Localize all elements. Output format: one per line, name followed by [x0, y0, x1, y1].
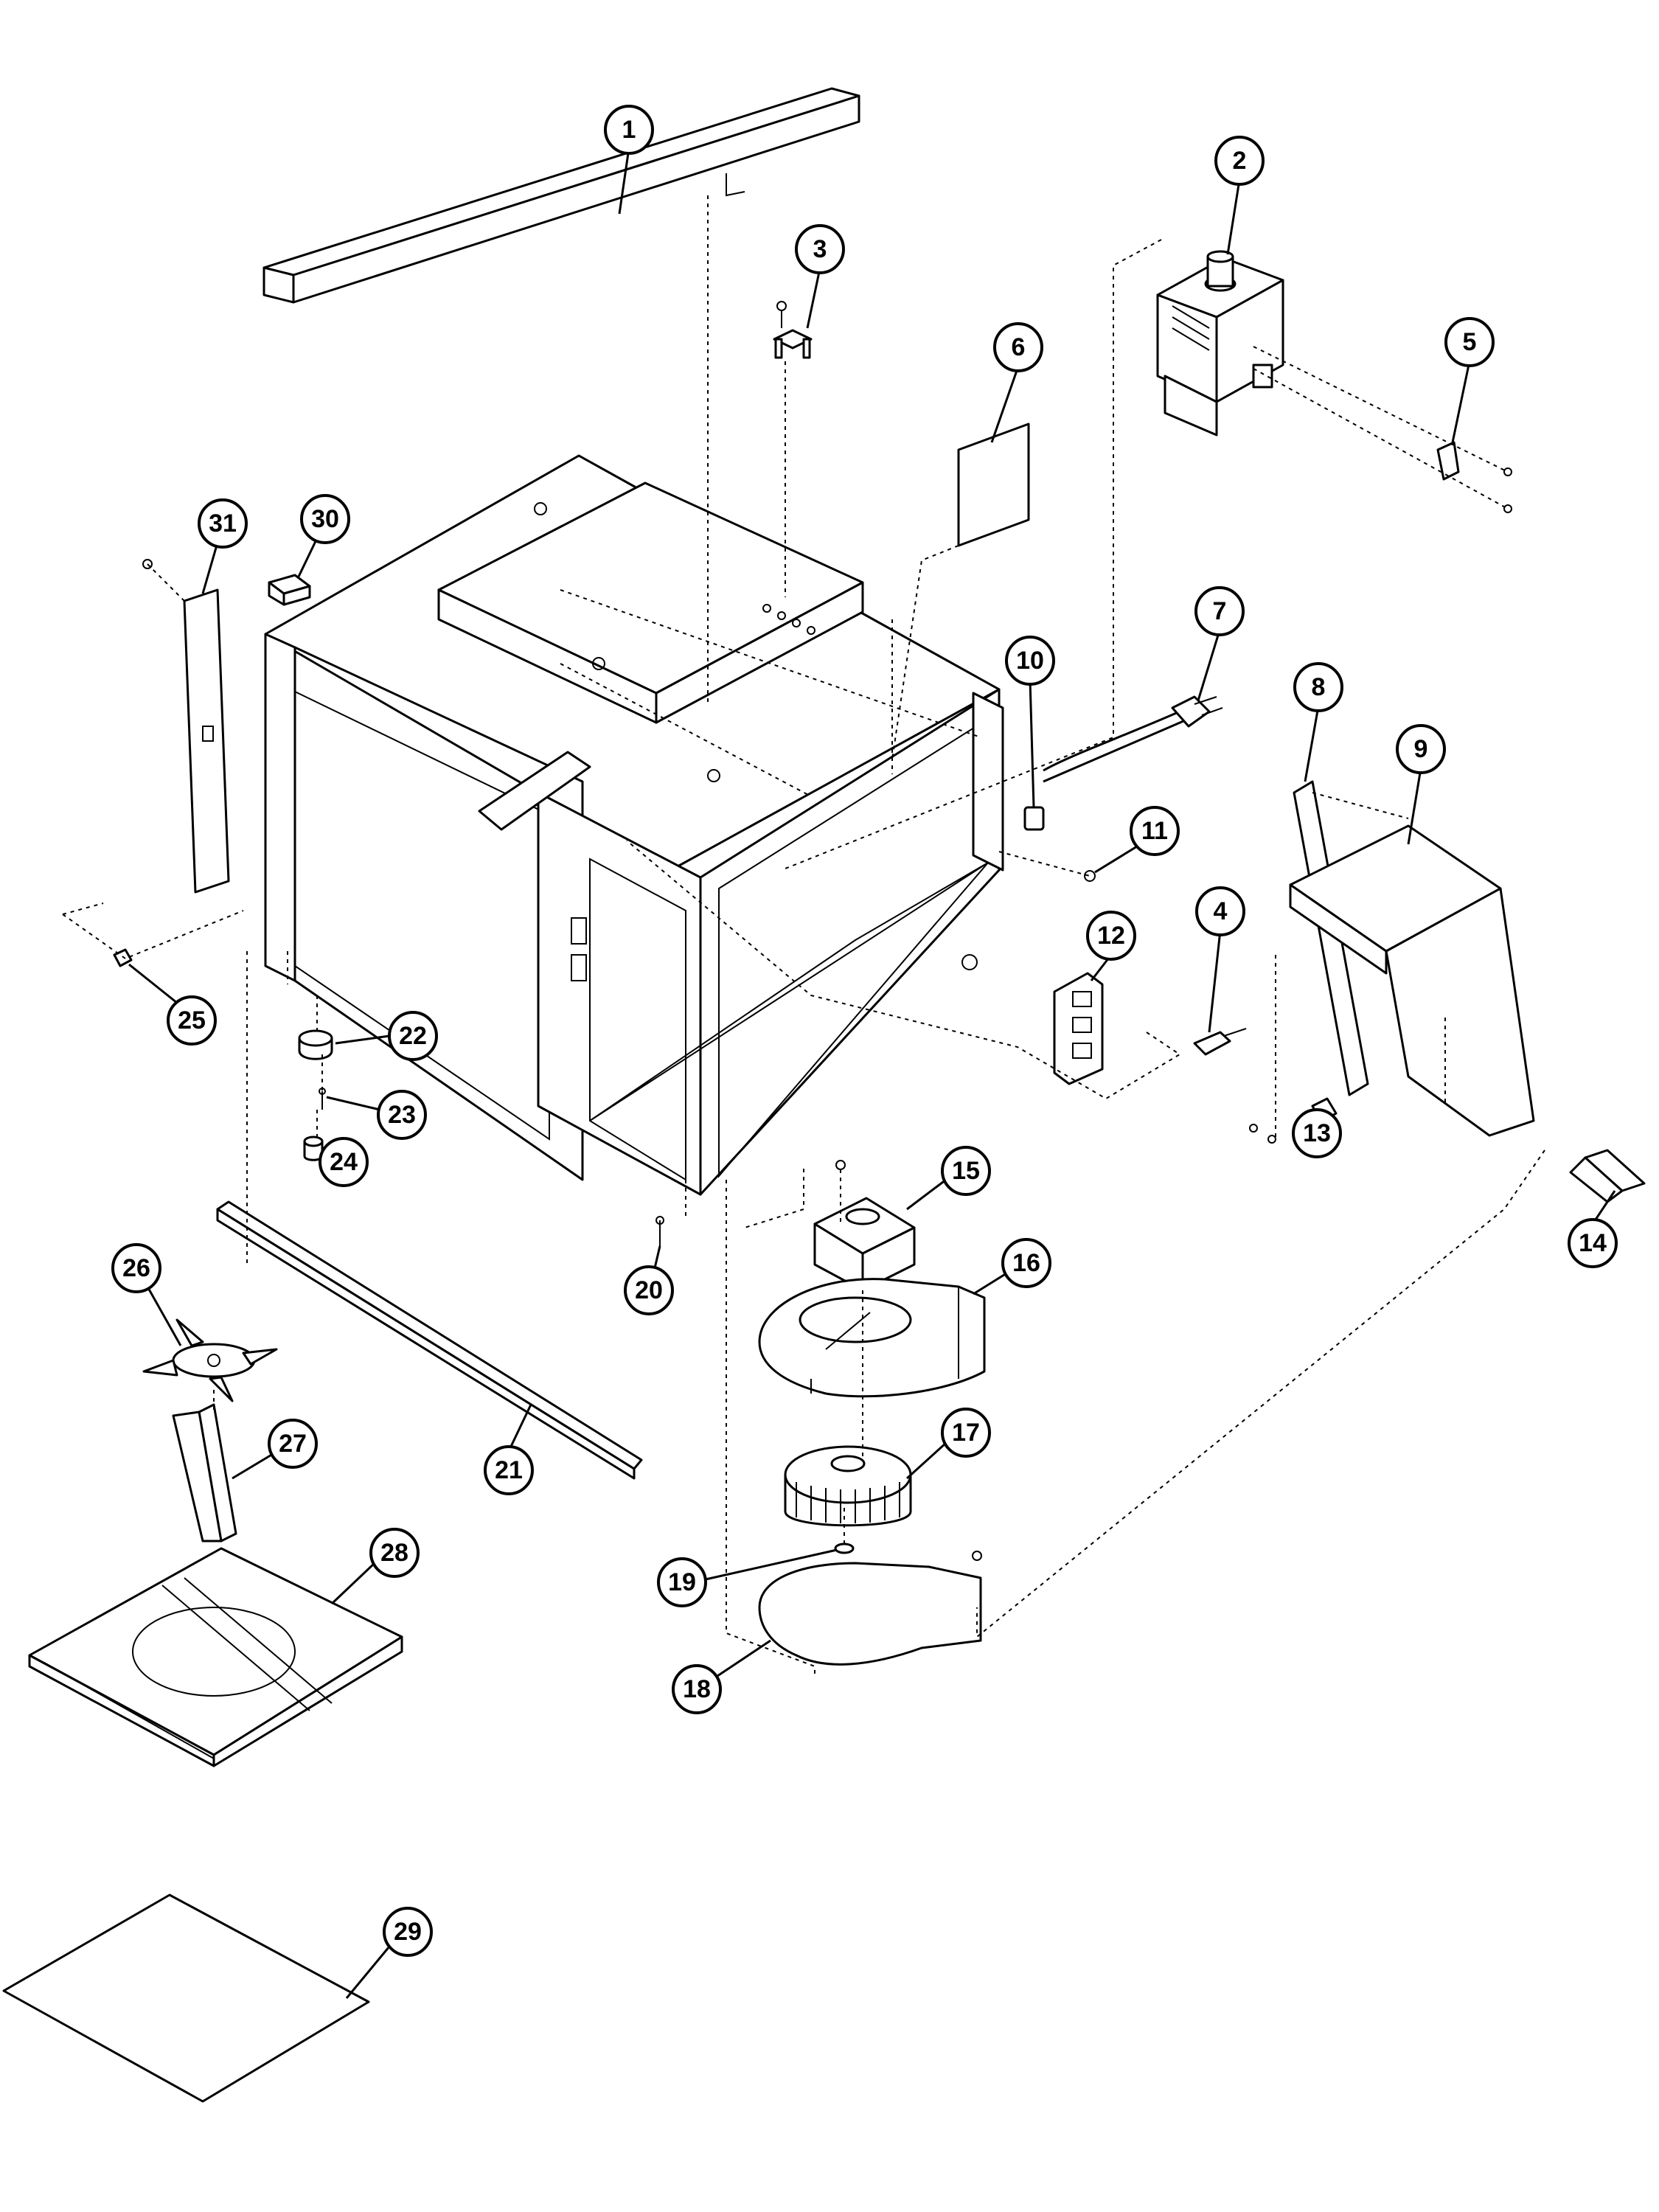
- part-grille-tray: [28, 1547, 403, 1767]
- callout-23: 23: [326, 1090, 427, 1140]
- svg-text:10: 10: [1016, 647, 1044, 675]
- part-roller: [298, 1029, 333, 1060]
- callout-24: 24: [318, 1137, 369, 1187]
- callout-8: 8: [1293, 662, 1343, 782]
- svg-text:27: 27: [279, 1430, 307, 1458]
- svg-text:20: 20: [635, 1276, 663, 1304]
- part-small-block: [268, 574, 311, 606]
- part-blower-wheel: [784, 1445, 912, 1527]
- part-side-strip: [142, 559, 230, 894]
- svg-text:29: 29: [394, 1918, 422, 1946]
- callout-6: 6: [990, 322, 1043, 443]
- part-clip: [1436, 441, 1512, 513]
- svg-text:15: 15: [952, 1157, 980, 1185]
- svg-text:23: 23: [388, 1101, 416, 1129]
- callout-18: 18: [672, 1639, 771, 1714]
- svg-text:21: 21: [495, 1456, 523, 1484]
- callout-21: 21: [484, 1404, 534, 1495]
- svg-text:3: 3: [813, 235, 827, 263]
- part-connector: [1023, 806, 1045, 831]
- svg-text:24: 24: [330, 1148, 358, 1176]
- callout-22: 22: [335, 1011, 438, 1061]
- callout-30: 30: [297, 494, 350, 577]
- svg-text:19: 19: [668, 1568, 696, 1596]
- svg-text:12: 12: [1097, 922, 1125, 950]
- svg-text:18: 18: [683, 1675, 711, 1703]
- callout-15: 15: [906, 1146, 991, 1211]
- part-fan-housing: [758, 1278, 986, 1398]
- callout-11: 11: [1094, 806, 1180, 874]
- callout-1: 1: [604, 105, 654, 215]
- callout-29: 29: [345, 1907, 433, 1999]
- part-glass-tray: [2, 1893, 370, 2103]
- callout-9: 9: [1396, 724, 1446, 845]
- svg-text:4: 4: [1214, 897, 1228, 925]
- callout-17: 17: [905, 1408, 991, 1480]
- part-bottom-plate: [758, 1551, 982, 1666]
- assembly-guide-lines: [62, 195, 1545, 1677]
- part-pin: [319, 1088, 326, 1110]
- svg-text:1: 1: [622, 116, 636, 144]
- callout-2: 2: [1214, 136, 1265, 255]
- part-end-bracket: [1569, 1149, 1646, 1203]
- callout-16: 16: [973, 1238, 1051, 1295]
- part-vertical-strip: [1293, 780, 1369, 1096]
- part-magnetron: [1156, 250, 1284, 437]
- svg-text:5: 5: [1463, 328, 1477, 356]
- svg-text:8: 8: [1312, 673, 1326, 701]
- callout-13: 13: [1292, 1108, 1342, 1158]
- svg-text:6: 6: [1012, 333, 1026, 361]
- callout-19: 19: [657, 1548, 838, 1607]
- svg-text:30: 30: [311, 505, 339, 533]
- part-stirrer-fan: [142, 1318, 278, 1402]
- part-stirrer-bracket: [172, 1403, 237, 1543]
- part-sensor: [1193, 1028, 1247, 1056]
- part-washer: [834, 1543, 855, 1554]
- svg-text:9: 9: [1414, 735, 1428, 763]
- svg-text:14: 14: [1579, 1229, 1607, 1257]
- svg-text:16: 16: [1012, 1249, 1040, 1277]
- part-label-sheet: [957, 422, 1030, 547]
- part-cabinet-frame: [264, 454, 1004, 1196]
- part-screw: [1084, 870, 1096, 882]
- callout-7: 7: [1194, 586, 1245, 701]
- part-top-trim-bar: [262, 87, 860, 304]
- callout-28: 28: [330, 1528, 420, 1605]
- callout-20: 20: [624, 1245, 674, 1315]
- callout-26: 26: [111, 1243, 182, 1346]
- svg-text:25: 25: [178, 1006, 206, 1034]
- svg-text:28: 28: [380, 1539, 408, 1567]
- svg-text:7: 7: [1213, 597, 1227, 625]
- part-small-bracket: [773, 301, 813, 359]
- callout-10: 10: [1005, 636, 1055, 808]
- part-screw: [655, 1216, 664, 1246]
- callout-31: 31: [198, 498, 248, 594]
- callout-5: 5: [1444, 317, 1495, 443]
- svg-text:13: 13: [1303, 1119, 1331, 1147]
- svg-text:26: 26: [122, 1254, 150, 1282]
- part-power-cord: [1043, 695, 1223, 783]
- svg-text:31: 31: [209, 509, 237, 538]
- callout-27: 27: [232, 1419, 318, 1480]
- callout-4: 4: [1195, 886, 1245, 1033]
- callout-25: 25: [128, 963, 217, 1046]
- part-fan-motor: [813, 1160, 916, 1292]
- part-switch-assembly: [1053, 972, 1104, 1085]
- svg-text:11: 11: [1141, 817, 1168, 845]
- svg-text:2: 2: [1233, 147, 1247, 175]
- callout-14: 14: [1568, 1190, 1618, 1268]
- callout-12: 12: [1086, 911, 1136, 981]
- part-long-rail: [216, 1200, 643, 1480]
- svg-text:22: 22: [399, 1022, 427, 1050]
- part-duct-cover: [1289, 824, 1535, 1137]
- svg-text:17: 17: [952, 1419, 980, 1447]
- callout-3: 3: [795, 224, 845, 329]
